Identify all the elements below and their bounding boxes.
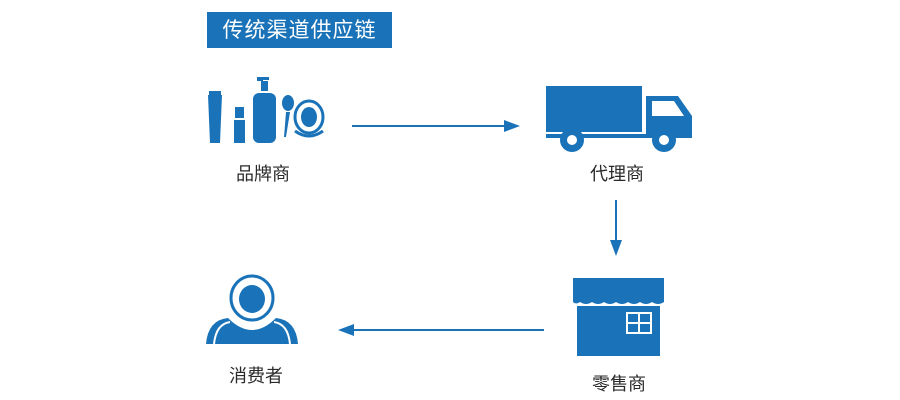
cosmetics-icon xyxy=(208,77,325,143)
truck-icon xyxy=(546,86,692,152)
agent-label: 代理商 xyxy=(590,164,644,185)
consumer-node xyxy=(202,274,302,346)
agent-node xyxy=(546,86,696,156)
brand-node xyxy=(205,75,330,145)
arrow-agent-to-retailer xyxy=(610,200,622,256)
arrow-retailer-to-consumer xyxy=(338,324,544,336)
consumer-label: 消费者 xyxy=(229,366,283,387)
retailer-node xyxy=(571,278,666,358)
arrow-brand-to-agent xyxy=(352,120,520,132)
brand-label: 品牌商 xyxy=(236,164,290,185)
person-icon xyxy=(206,274,298,345)
diagram-title: 传统渠道供应链 xyxy=(207,12,392,48)
store-icon xyxy=(573,278,664,356)
retailer-label: 零售商 xyxy=(592,374,646,395)
